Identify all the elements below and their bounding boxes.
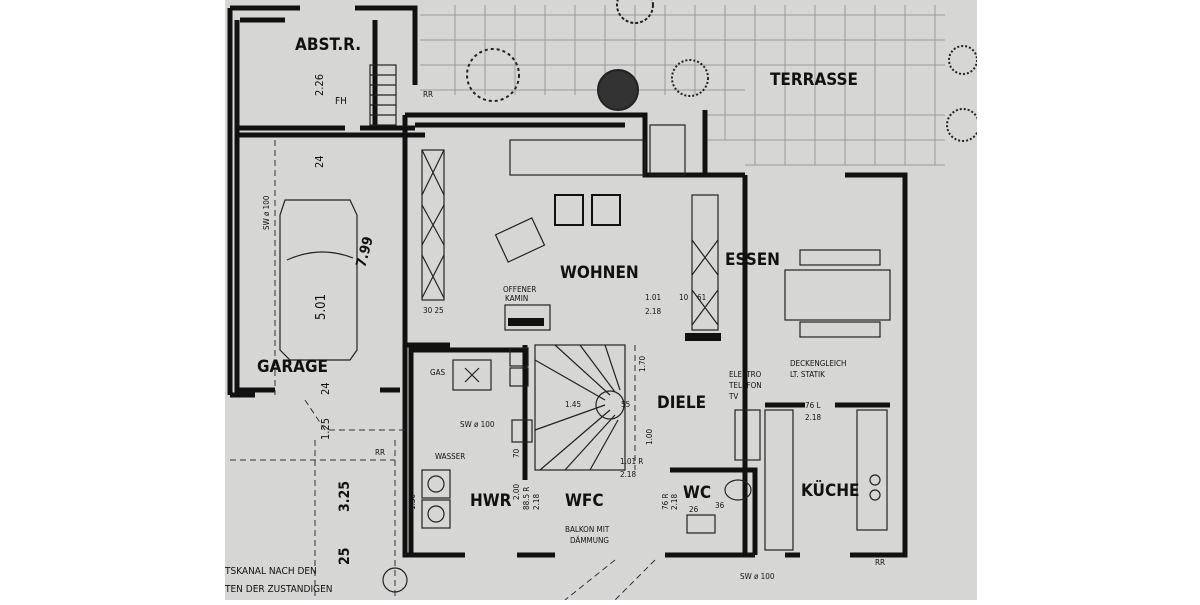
- room-label-essen: ESSEN: [725, 250, 780, 270]
- annotation-tv: TV: [728, 392, 738, 401]
- dim-125: 1.25: [319, 418, 332, 440]
- dim-24b: 24: [319, 382, 332, 395]
- dim-218d: 2.18: [532, 494, 541, 510]
- dim-10: 10: [679, 293, 689, 302]
- dim-76: 76 L: [805, 401, 820, 410]
- room-label-wfc: WFC: [565, 491, 604, 511]
- dim-25: 25: [337, 547, 353, 565]
- dim-24a: 24: [313, 155, 326, 168]
- annotation-gas: GAS: [430, 368, 446, 377]
- annotation-deckengleich-1: DECKENGLEICH: [790, 359, 846, 368]
- dim-170: 1.70: [638, 356, 647, 372]
- annotation-wasser: WASSER: [435, 452, 465, 461]
- dim-100: 1.00: [645, 429, 654, 445]
- dim-218e: 2.18: [670, 494, 679, 510]
- annotation-elektro: ELEKTRO: [729, 370, 762, 379]
- dim-26: 26: [689, 505, 699, 514]
- room-label-garage: GARAGE: [257, 357, 328, 377]
- car-icon: [279, 199, 358, 361]
- dimension-labels: 2.26 24 7.99 5.01 24 1.25 3.25 25 30 25 …: [313, 74, 821, 565]
- dim-885: 88.5 R: [522, 487, 531, 510]
- annotation-sw-garage: SW ø 100: [262, 195, 271, 230]
- dim-101: 1.01: [645, 293, 661, 302]
- dim-226: 2.26: [313, 74, 326, 96]
- room-label-wc: WC: [683, 483, 711, 503]
- dim-70: 70: [512, 448, 521, 458]
- dim-200: 2.00: [512, 484, 521, 500]
- dim-101b: 1.01 R: [620, 457, 643, 466]
- annotation-note-2: TEN DER ZUSTANDIGEN: [225, 584, 333, 595]
- dim-130: 1.30: [408, 494, 417, 510]
- dim-325: 3.25: [337, 481, 353, 512]
- annotation-deckengleich-2: LT. STATIK: [790, 370, 825, 379]
- dim-218a: 2.18: [645, 307, 661, 316]
- annotation-kamin-2: KAMIN: [505, 294, 528, 303]
- chimney-base: [508, 318, 544, 326]
- dim-799: 7.99: [353, 235, 376, 269]
- annotation-balkon-1: BALKON MIT: [565, 525, 610, 534]
- dim-36: 36: [715, 501, 725, 510]
- floor-plan-drawing: ABST.R. TERRASSE WOHNEN ESSEN GARAGE DIE…: [224, 0, 980, 601]
- annotation-sw-hwr: SW ø 100: [460, 420, 495, 429]
- room-label-hwr: HWR: [470, 491, 512, 511]
- dim-145: 1.45: [565, 400, 581, 409]
- tree-icons: [466, 0, 980, 142]
- room-label-terrasse: TERRASSE: [770, 70, 858, 90]
- dim-55: 55: [621, 400, 630, 409]
- annotation-balkon-2: DÄMMUNG: [570, 535, 609, 545]
- annotation-rr-left: RR: [375, 448, 385, 457]
- dim-501: 5.01: [314, 294, 329, 320]
- dim-218b: 2.18: [620, 470, 636, 479]
- annotation-fh: FH: [335, 96, 347, 107]
- annotation-kamin-1: OFFENER: [503, 285, 536, 294]
- room-label-wohnen: WOHNEN: [560, 263, 639, 283]
- dim-61: 61: [697, 293, 706, 302]
- column: [685, 333, 721, 341]
- annotation-note-1: TSKANAL NACH DEN: [225, 566, 317, 577]
- annotation-sw-bottom: SW ø 100: [740, 572, 775, 581]
- annotation-telefon: TELEFON: [728, 381, 762, 390]
- dim-3025: 30 25: [423, 306, 444, 315]
- furniture: [279, 64, 891, 551]
- room-label-abstellraum: ABST.R.: [295, 35, 361, 55]
- annotations: FH OFFENER KAMIN GAS WASSER SW ø 100 SW …: [224, 90, 885, 595]
- annotation-rr-right: RR: [875, 558, 885, 567]
- room-label-diele: DIELE: [657, 393, 706, 413]
- dimension-lines: [230, 140, 656, 601]
- dim-218c: 2.18: [805, 413, 821, 422]
- terrace-paving: [420, 5, 945, 166]
- room-label-kueche: KÜCHE: [801, 479, 859, 501]
- floor-plan: ABST.R. TERRASSE WOHNEN ESSEN GARAGE DIE…: [224, 0, 980, 601]
- dim-76r: 76 R: [661, 494, 670, 510]
- annotation-rr-top: RR: [423, 90, 433, 99]
